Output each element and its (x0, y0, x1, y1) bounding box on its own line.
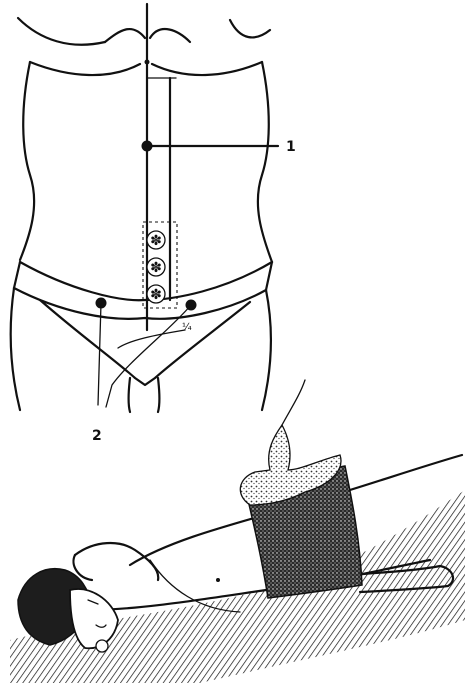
left-collar-line (18, 18, 105, 45)
left-leg-outer (11, 288, 20, 410)
left-chest-line (30, 62, 140, 75)
small-annotation-mark: ¼ (182, 321, 192, 333)
point-2-right-leader (106, 305, 191, 407)
marker-glyph: ✽ (150, 287, 162, 303)
right-neck-curve (150, 29, 190, 42)
examiner-forearm (282, 380, 305, 425)
left-neck-curve (105, 29, 145, 42)
nipple-mark (216, 578, 220, 582)
sternum-tip-dot (145, 60, 150, 65)
right-chest-line (152, 62, 262, 75)
marker-glyph: ✽ (150, 260, 162, 276)
right-collar-line (230, 20, 270, 37)
point-1-label: 1 (286, 139, 296, 155)
waistband-bottom (14, 288, 266, 319)
left-waistband-edge (14, 262, 20, 288)
right-torso-outline (258, 62, 272, 262)
left-leg-inner (129, 378, 131, 412)
briefs-fold (118, 330, 185, 348)
point-2-left-leader (98, 303, 101, 405)
marker-glyph: ✽ (150, 233, 162, 249)
marker-glyph-group: ✽ ✽ ✽ (147, 231, 165, 303)
ear-mark (96, 640, 108, 652)
right-leg-outer (262, 290, 271, 410)
briefs-leg-openings (40, 300, 250, 385)
patient-illustration (10, 380, 465, 683)
left-torso-outline (20, 62, 34, 260)
point-2-label: 2 (92, 428, 102, 444)
right-leg-inner (158, 378, 160, 412)
torso-diagram: ✽ ✽ ✽ 1 2 ¼ (11, 4, 296, 444)
raised-arm (75, 543, 158, 580)
